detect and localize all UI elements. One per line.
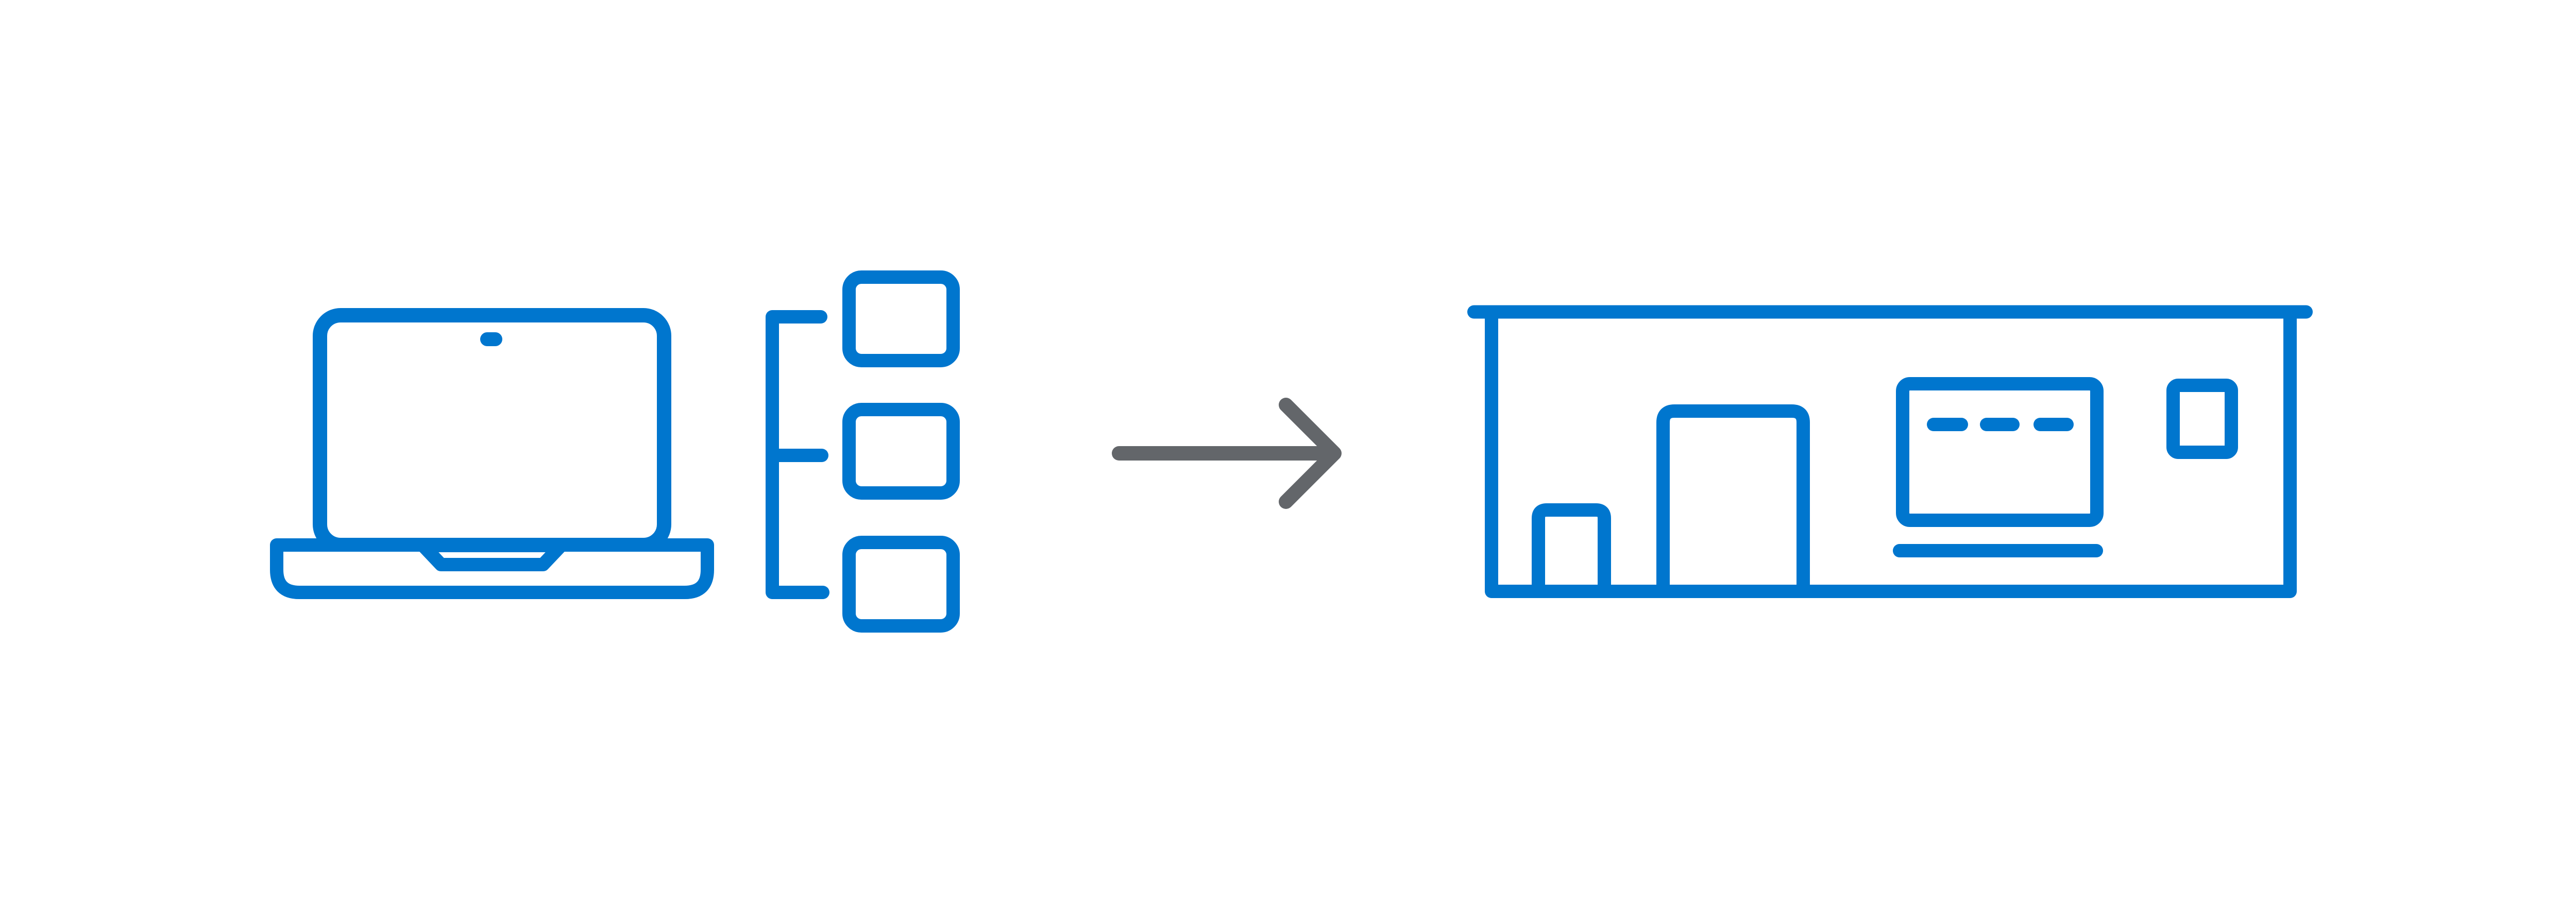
building-window [2166,379,2238,459]
laptop-camera-icon [480,332,502,346]
arrow-head [1279,398,1342,509]
laptop-icon [270,308,714,599]
server-panel [1896,377,2104,527]
tree-node-3 [842,536,960,633]
data-center-building-icon [1467,305,2313,598]
tree-node-1 [842,270,960,367]
building-door [1656,404,1810,595]
arrow-right-icon [1112,398,1342,509]
building-crate [1532,503,1611,595]
laptop-screen [313,308,671,552]
tree-node-2 [842,403,960,500]
laptop-base [270,538,714,599]
building-frame [1485,312,2297,598]
hierarchy-tree-icon [766,270,960,633]
